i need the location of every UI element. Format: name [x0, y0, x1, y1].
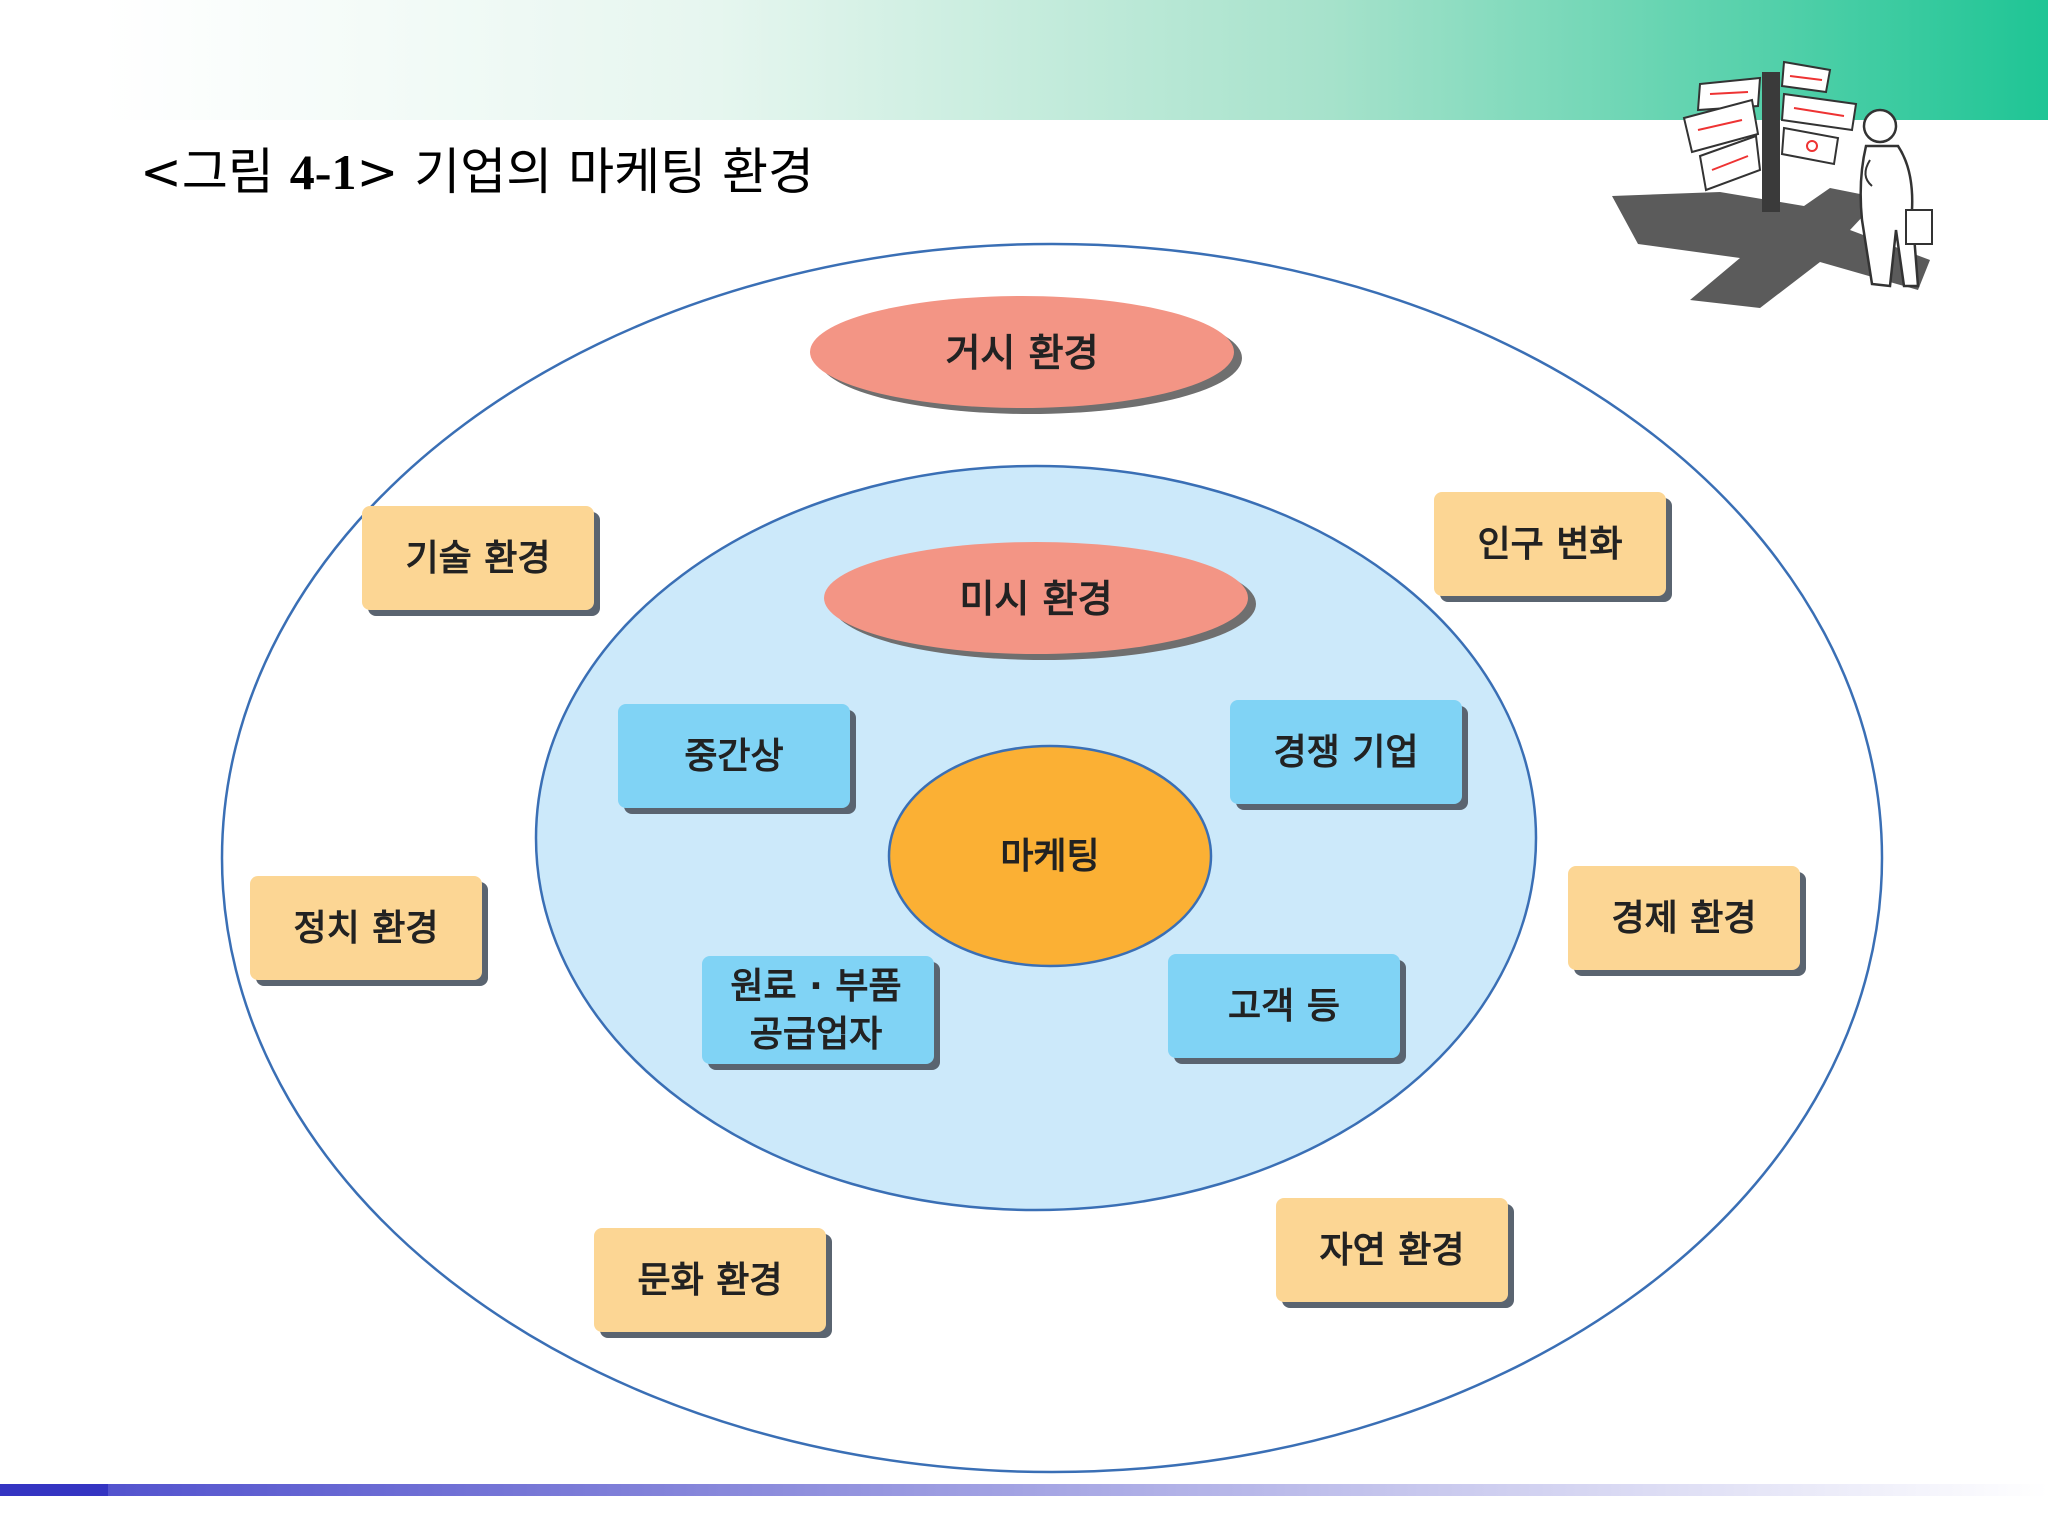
- macro-environment-label: 거시 환경: [810, 296, 1242, 414]
- title-number: 4-1: [289, 144, 357, 200]
- micro-box-competitor: 경쟁 기업: [1230, 700, 1468, 810]
- macro-box-culture-text: 문화 환경: [637, 1260, 782, 1301]
- micro-box-customer-text: 고객 등: [1228, 986, 1340, 1027]
- macro-box-politics: 정치 환경: [250, 876, 488, 986]
- macro-box-demography: 인구 변화: [1434, 492, 1672, 602]
- macro-box-economy-text: 경제 환경: [1611, 898, 1756, 939]
- micro-box-intermediary-text: 중간상: [684, 736, 783, 777]
- macro-box-culture: 문화 환경: [594, 1228, 832, 1338]
- bottom-gradient-bar: [0, 1484, 2048, 1496]
- macro-box-demography-text: 인구 변화: [1477, 524, 1622, 565]
- micro-box-intermediary: 중간상: [618, 704, 856, 814]
- title-suffix: > 기업의 마케팅 환경: [356, 143, 815, 201]
- signpost-person-icon: [1612, 60, 1933, 308]
- marketing-center: 마케팅: [887, 744, 1213, 968]
- title-prefix: <그림: [140, 143, 290, 201]
- macro-environment-text: 거시 환경: [945, 331, 1098, 375]
- macro-box-economy: 경제 환경: [1568, 866, 1806, 976]
- micro-box-supplier-text-line1: 원료 · 부품: [730, 966, 901, 1007]
- marketing-center-text: 마케팅: [1000, 836, 1099, 877]
- bottom-bar-accent: [0, 1484, 108, 1496]
- macro-box-nature: 자연 환경: [1276, 1198, 1514, 1308]
- micro-box-customer: 고객 등: [1168, 954, 1406, 1064]
- micro-environment-text: 미시 환경: [959, 577, 1112, 621]
- micro-box-competitor-text: 경쟁 기업: [1273, 732, 1418, 773]
- page-title: <그림 4-1> 기업의 마케팅 환경: [140, 132, 814, 204]
- macro-box-nature-text: 자연 환경: [1319, 1230, 1464, 1271]
- micro-box-supplier-text-line2: 공급업자: [750, 1014, 882, 1055]
- macro-box-technology: 기술 환경: [362, 506, 600, 616]
- micro-environment-label: 미시 환경: [824, 542, 1256, 660]
- macro-box-politics-text: 정치 환경: [293, 908, 438, 949]
- macro-box-technology-text: 기술 환경: [405, 538, 550, 579]
- micro-box-supplier: 원료 · 부품 공급업자: [702, 956, 940, 1070]
